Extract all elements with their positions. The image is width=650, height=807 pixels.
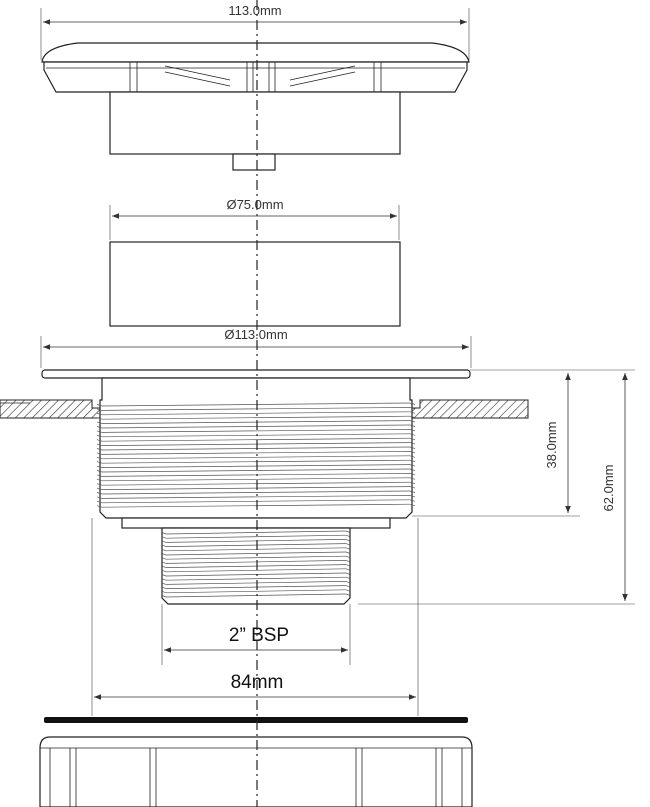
cap-dimension: 113.0mm <box>40 3 470 60</box>
seal-diameter-label: Ø75.0mm <box>226 197 283 212</box>
flange-dimension: Ø113.0mm <box>40 327 472 368</box>
outlet-thread <box>161 530 351 598</box>
seal-dimension: Ø75.0mm <box>109 197 400 240</box>
seal-ring <box>109 241 401 327</box>
overall-height-label: 62.0mm <box>601 465 616 512</box>
plug-cap <box>41 42 470 171</box>
main-thread <box>96 402 416 508</box>
washer <box>44 717 468 723</box>
outlet-thread-label: 2” BSP <box>229 625 289 646</box>
flange-diameter-label: Ø113.0mm <box>224 327 287 342</box>
bsp-dimension: 2” BSP <box>161 604 351 665</box>
thread-length-label: 38.0mm <box>544 422 559 469</box>
backnut <box>39 736 473 807</box>
waste-body <box>41 369 471 605</box>
height-dimensions: 38.0mm 62.0mm <box>358 369 635 605</box>
cap-diameter-label: 113.0mm <box>228 3 281 18</box>
